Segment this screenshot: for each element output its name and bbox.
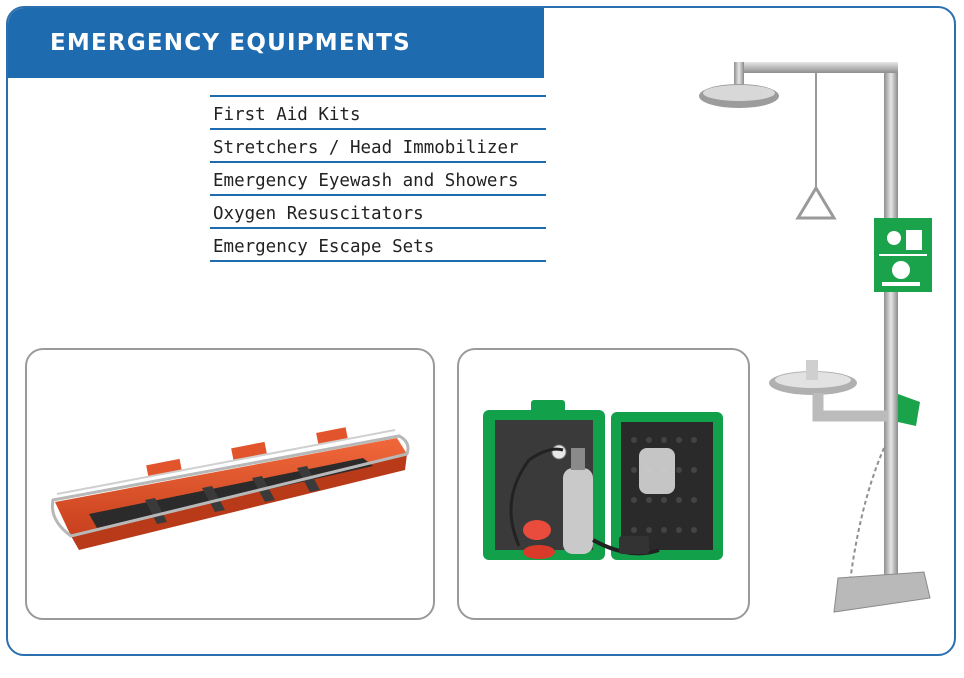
page-title: EMERGENCY EQUIPMENTS [50,30,411,56]
list-item-first-aid-kits: First Aid Kits [210,95,546,130]
list-item-escape-sets: Emergency Escape Sets [210,229,546,262]
equipment-list: First Aid Kits Stretchers / Head Immobil… [210,95,546,262]
basket-stretcher-image [50,427,410,550]
eyewash-shower-station [688,38,954,628]
emergency-equipment-card: EMERGENCY EQUIPMENTS First Aid Kits Stre… [6,6,956,656]
eyewash-shower-station-image [699,62,932,613]
title-bar: EMERGENCY EQUIPMENTS [8,8,544,78]
list-item-eyewash-showers: Emergency Eyewash and Showers [210,163,546,196]
oxygen-kit-photo-frame [457,348,750,620]
oxygen-resuscitator-kit-image [483,400,723,560]
list-item-stretchers: Stretchers / Head Immobilizer [210,130,546,163]
stretcher-photo-frame [25,348,435,620]
list-item-oxygen-resuscitators: Oxygen Resuscitators [210,196,546,229]
